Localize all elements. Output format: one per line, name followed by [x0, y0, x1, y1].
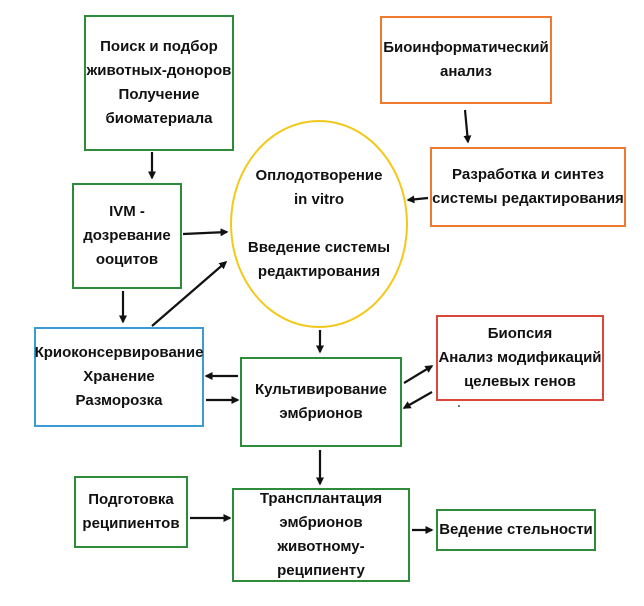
node-fertilization: Оплодотворение in vitro Введение системы…	[230, 120, 408, 328]
node-ivm: IVM - дозревание ооцитов	[72, 183, 182, 289]
arrow-system-dev-to-fertilization	[406, 195, 429, 204]
node-system-dev: Разработка и синтез системы редактирован…	[430, 147, 626, 227]
node-cryo: Криоконсервирование Хранение Разморозка	[34, 327, 204, 427]
node-biopsy-label: Биопсия Анализ модификаций целевых генов	[438, 325, 602, 390]
node-recipient-prep-label: Подготовка реципиентов	[82, 491, 180, 532]
node-cultivation: Культивирование эмбрионов	[240, 357, 402, 447]
node-pregnancy-label: Ведение стельности	[439, 521, 593, 538]
node-recipient-prep: Подготовка реципиентов	[74, 476, 188, 548]
node-donor-search: Поиск и подбор животных-доноров Получени…	[84, 15, 234, 151]
arrow-cryo-to-fertilization	[151, 261, 228, 327]
stray-dot	[458, 405, 460, 407]
node-system-dev-label: Разработка и синтез системы редактирован…	[432, 166, 624, 207]
node-bioinformatics: Биоинформатический анализ	[380, 16, 552, 104]
node-pregnancy: Ведение стельности	[436, 509, 596, 551]
node-donor-search-label: Поиск и подбор животных-доноров Получени…	[86, 38, 232, 127]
node-transplant: Трансплантация эмбрионов животному-рецип…	[232, 488, 410, 582]
node-transplant-label: Трансплантация эмбрионов животному-рецип…	[259, 490, 383, 579]
arrow-ivm-to-fertilization	[182, 228, 229, 237]
node-cultivation-label: Культивирование эмбрионов	[254, 381, 388, 422]
node-cryo-label: Криоконсервирование Хранение Разморозка	[34, 344, 204, 409]
arrow-bioinformatics-to-system-dev	[463, 109, 472, 144]
node-fertilization-label: Оплодотворение in vitro Введение системы…	[247, 167, 391, 280]
node-ivm-label: IVM - дозревание ооцитов	[83, 203, 171, 268]
node-bioinformatics-label: Биоинформатический анализ	[383, 39, 549, 80]
arrow-biopsy-to-cultivation	[402, 391, 433, 409]
node-biopsy: Биопсия Анализ модификаций целевых генов	[436, 315, 604, 401]
arrow-cultivation-to-biopsy	[403, 365, 434, 384]
